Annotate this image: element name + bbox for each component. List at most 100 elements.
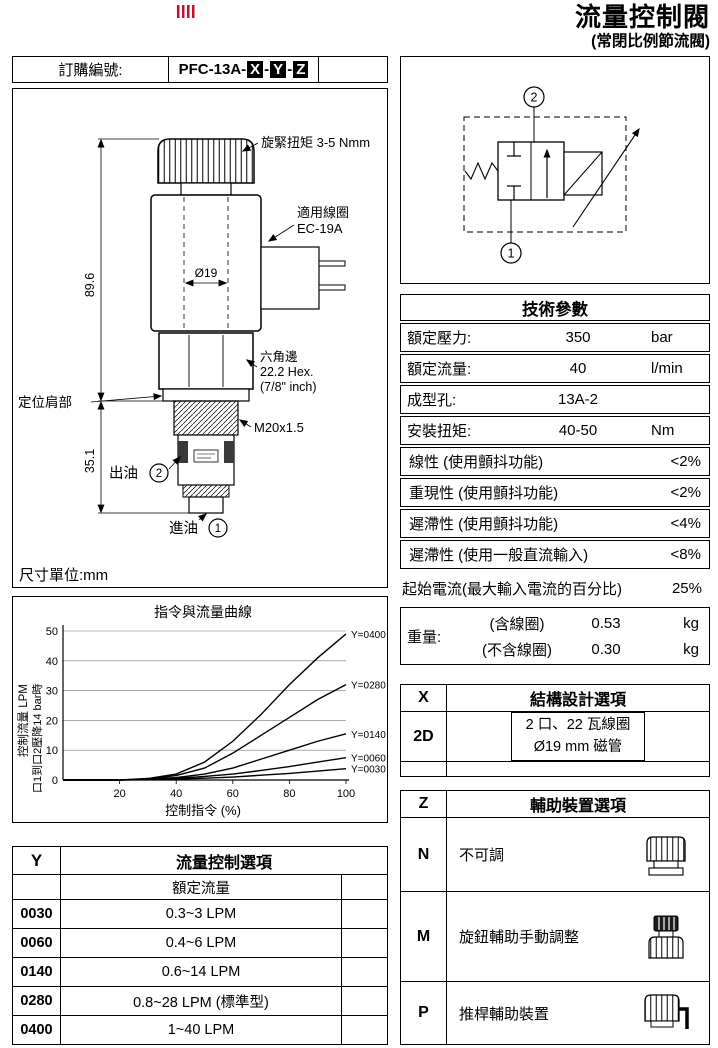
order-prefix: PFC-13A-: [178, 61, 247, 78]
z-row-description: 旋鈕輔助手動調整: [459, 929, 580, 946]
tech-value: <2%: [670, 453, 701, 470]
coil-dia-label: Ø19: [195, 266, 218, 280]
x-table-header: X 結構設計選項: [401, 685, 709, 712]
x-row-code: 2D: [401, 712, 447, 761]
torque-note-text: 旋緊扭矩 3-5 Nmm: [261, 135, 370, 150]
y-tick-label: 50: [46, 626, 58, 638]
coil-note-text-1: 適用線圈: [297, 205, 349, 220]
flow-range: 1~40 LPM: [61, 1016, 342, 1044]
z-options-table: Z 輔助裝置選項 N 不可調 M 旋鈕輔助手動調整: [400, 790, 710, 1045]
tech-row-weight: 重量: (含線圈) 0.53 kg (不含線圈) 0.30 kg: [400, 607, 710, 665]
closed-position-symbol: [507, 142, 521, 200]
order-option-y: Y: [270, 61, 287, 78]
shoulder-note-text: 定位肩部: [18, 395, 72, 410]
chart-title: 指令與流量曲線: [154, 604, 252, 620]
tech-row-repeatability: 重現性 (使用顫抖功能) <2%: [400, 478, 710, 507]
tech-row-hysteresis-dc: 遲滯性 (使用一般直流輸入) <8%: [400, 540, 710, 569]
x-tick-label: 40: [170, 788, 182, 800]
x-empty-content: [447, 762, 709, 776]
tech-value: 40: [569, 360, 587, 377]
series-label: Y=0030: [351, 765, 386, 776]
tech-label: 成型孔:: [407, 392, 457, 409]
page-subtitle: (常閉比例節流閥): [591, 32, 710, 50]
weight-unit: kg: [683, 640, 699, 658]
z-row-m: M 旋鈕輔助手動調整: [401, 892, 709, 982]
tech-row-cavity: 成型孔: 13A-2: [400, 385, 710, 414]
tech-label: 額定流量:: [407, 361, 472, 378]
series-label: Y=0140: [351, 730, 386, 741]
hex-note-text-3: (7/8" inch): [260, 380, 317, 394]
tech-row-linearity: 線性 (使用顫抖功能) <2%: [400, 447, 710, 476]
flow-table-key-header: Y: [13, 847, 61, 874]
z-row-code: M: [401, 892, 447, 981]
tech-label: 遲滯性 (使用顫抖功能): [409, 516, 559, 533]
dimension-35-1: [97, 400, 190, 514]
flow-chart-section: 指令與流量曲線 控制流量 LPM 口1到口2壓降14 bar時 控制指令 (%)…: [12, 596, 388, 823]
tech-unit: bar: [651, 329, 673, 346]
connector: [260, 246, 320, 310]
flow-subheader-end: [342, 875, 387, 899]
series-line: [63, 767, 347, 781]
connector-pins: [318, 260, 346, 291]
dim-89-6-label: 89.6: [83, 273, 97, 297]
flow-row-end: [342, 958, 387, 986]
z-row-p: P 推桿輔助裝置: [401, 982, 709, 1044]
chart-xlabel: 控制指令 (%): [165, 803, 241, 818]
series-line: [63, 633, 347, 781]
port-out-text: 出油: [109, 465, 138, 482]
hex-note-text-2: 22.2 Hex.: [260, 365, 314, 379]
port2-slot-left: [178, 441, 188, 463]
weight-row-with-coil: (含線圈) 0.53 kg: [457, 610, 709, 636]
coil-body: [150, 194, 262, 332]
hex-note: 六角邊 22.2 Hex. (7/8" inch): [245, 350, 317, 394]
port-in-label: 進油 1: [169, 513, 228, 538]
tech-row-hysteresis-dither: 遲滯性 (使用顫抖功能) <4%: [400, 509, 710, 538]
order-option-x: X: [247, 61, 264, 78]
tech-label: 額定壓力:: [407, 330, 472, 347]
x-table-row-2d: 2D 2 口、22 瓦線圈 Ø19 mm 磁管: [401, 712, 709, 762]
order-option-z: Z: [293, 61, 309, 78]
dimension-89-6: [97, 138, 164, 402]
tech-label: 起始電流(最大輸入電流的百分比): [402, 580, 622, 598]
port-1-number: 1: [508, 247, 515, 261]
tech-params-title: 技術參數: [400, 294, 710, 321]
locating-shoulder: [162, 388, 250, 402]
x-tick-label: 20: [113, 788, 125, 800]
weight-sublabel: (不含線圈): [482, 641, 552, 659]
series-label: Y=0280: [351, 681, 386, 692]
order-sep-1: -: [264, 61, 270, 78]
tech-value: 350: [565, 329, 591, 346]
x-desc-line-1: 2 口、22 瓦線圈: [525, 717, 631, 734]
z-row-code: P: [401, 982, 447, 1044]
x-table-key: X: [401, 685, 447, 711]
port-out-number: 2: [156, 468, 162, 480]
tech-value: 13A-2: [557, 391, 599, 408]
hydraulic-symbol: 2 1: [463, 86, 640, 264]
chart-ylabel-condition: 口1到口2壓降14 bar時: [30, 684, 44, 793]
weight-row-without-coil: (不含線圈) 0.30 kg: [457, 636, 709, 662]
tech-value: <2%: [670, 484, 701, 501]
flow-row-end: [342, 987, 387, 1015]
z-table-header: Z 輔助裝置選項: [401, 791, 709, 818]
flow-range: 0.8~28 LPM (標準型): [61, 987, 342, 1015]
weight-rows: (含線圈) 0.53 kg (不含線圈) 0.30 kg: [457, 610, 709, 662]
flow-code: 0140: [13, 958, 61, 986]
weight-unit: kg: [683, 614, 699, 632]
nose: [188, 496, 224, 514]
x-table-empty-row: [401, 762, 709, 776]
order-box-spacer: [319, 57, 387, 82]
flow-table-subheader: 額定流量: [13, 874, 387, 899]
knob-icon: [648, 915, 684, 959]
port-out-label: 出油 2: [109, 456, 181, 483]
flow-row-end: [342, 1016, 387, 1044]
page-title: 流量控制閥: [574, 2, 710, 32]
spring: [464, 161, 499, 181]
weight-value: 0.53: [591, 614, 621, 632]
port-2-number: 2: [531, 91, 538, 105]
z-row-icon-cell: [623, 982, 709, 1044]
flow-table-row: 0060 0.4~6 LPM: [13, 928, 387, 957]
tech-params-section: 技術參數 額定壓力: 350 bar 額定流量: 40 l/min 成型孔: 1…: [400, 294, 710, 665]
tech-row-torque: 安裝扭矩: 40-50 Nm: [400, 416, 710, 445]
tech-value: <8%: [670, 546, 701, 563]
y-tick-label: 0: [52, 775, 58, 787]
